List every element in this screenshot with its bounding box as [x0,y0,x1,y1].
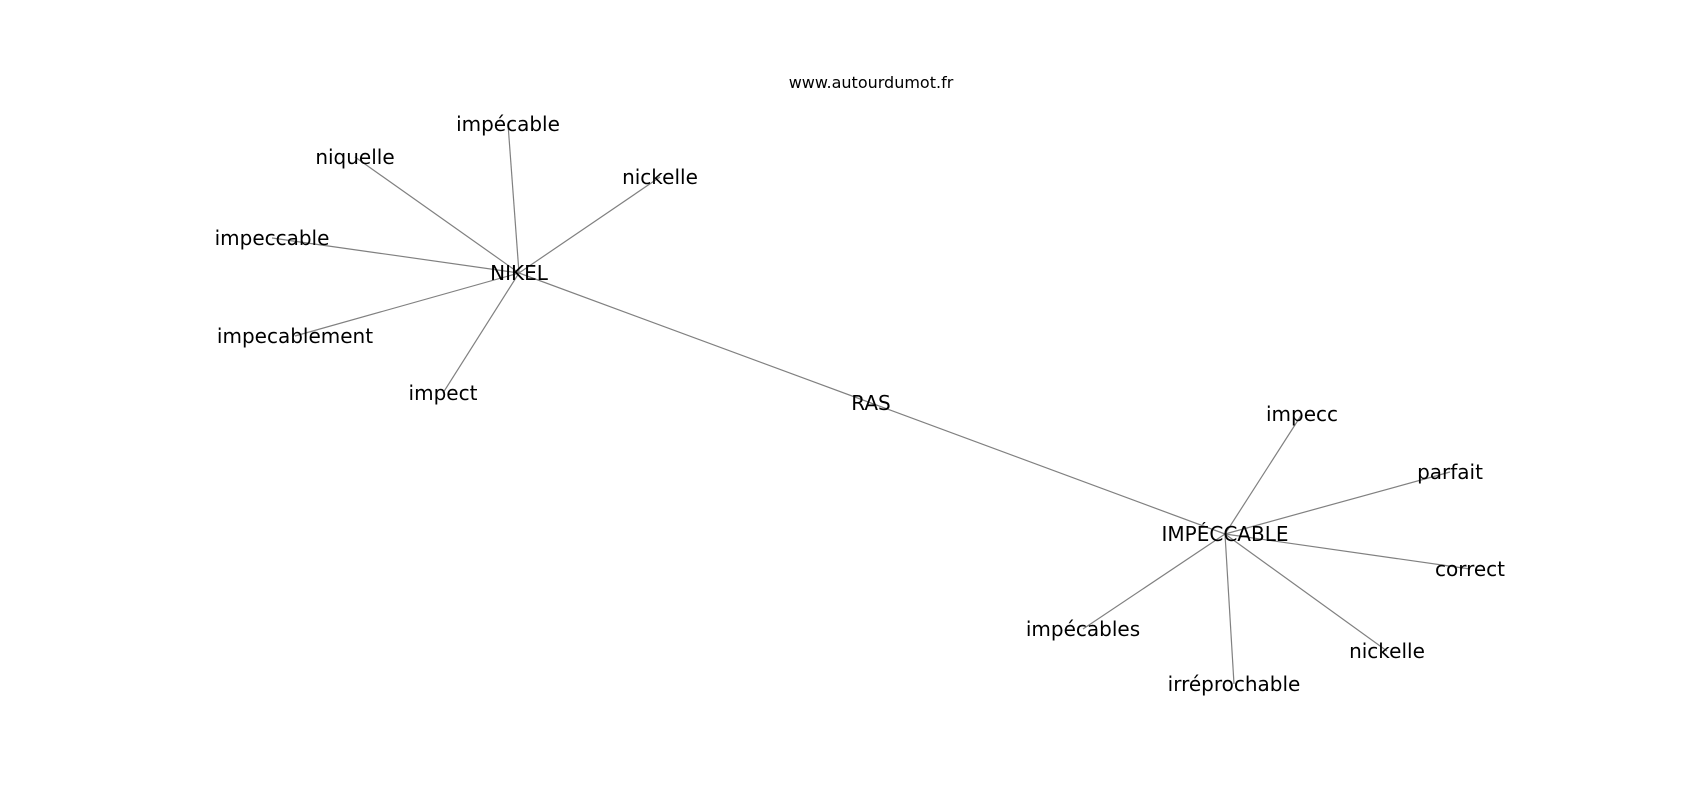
node-nickelle-2: nickelle [1349,639,1425,663]
edge-impeccable_caps-nickelle_2 [1224,533,1388,652]
edge-ras-impeccable_caps [870,402,1226,535]
edge-nikel-nickelle_1 [518,176,661,274]
node-parfait: parfait [1417,460,1483,484]
node-niquelle: niquelle [315,145,394,169]
node-impeccable-caps: IMPÉCCABLE [1162,522,1289,546]
node-nickelle-1: nickelle [622,165,698,189]
node-impect: impect [409,381,478,405]
node-impecable: impécable [456,112,560,136]
node-impecablement: impecablement [217,324,373,348]
edges-layer [271,123,1471,685]
node-impeccable: impeccable [215,226,330,250]
node-impecables: impécables [1026,617,1140,641]
edge-nikel-impeccable [271,237,520,274]
edge-nikel-impect [442,272,520,394]
node-ras: RAS [851,391,890,415]
edge-impeccable_caps-impecc [1224,413,1303,535]
edge-impeccable_caps-correct [1224,533,1471,570]
edge-nikel-impecable [507,123,520,274]
node-impecc: impecc [1266,402,1338,426]
edge-nikel-impecablement [294,272,520,337]
edge-impeccable_caps-impecables [1082,533,1226,630]
edge-nikel-ras [518,272,872,404]
edge-nikel-niquelle [354,156,520,274]
node-irreprochable: irréprochable [1168,672,1301,696]
watermark: www.autourdumot.fr [789,73,954,92]
node-correct: correct [1435,557,1505,581]
node-nikel: NIKEL [490,261,549,285]
edge-impeccable_caps-irreprochable [1224,533,1235,685]
nodes-layer: NIKEL RAS IMPÉCCABLE impécable niquelle nicke… [215,112,1506,696]
edge-impeccable_caps-parfait [1224,471,1451,535]
